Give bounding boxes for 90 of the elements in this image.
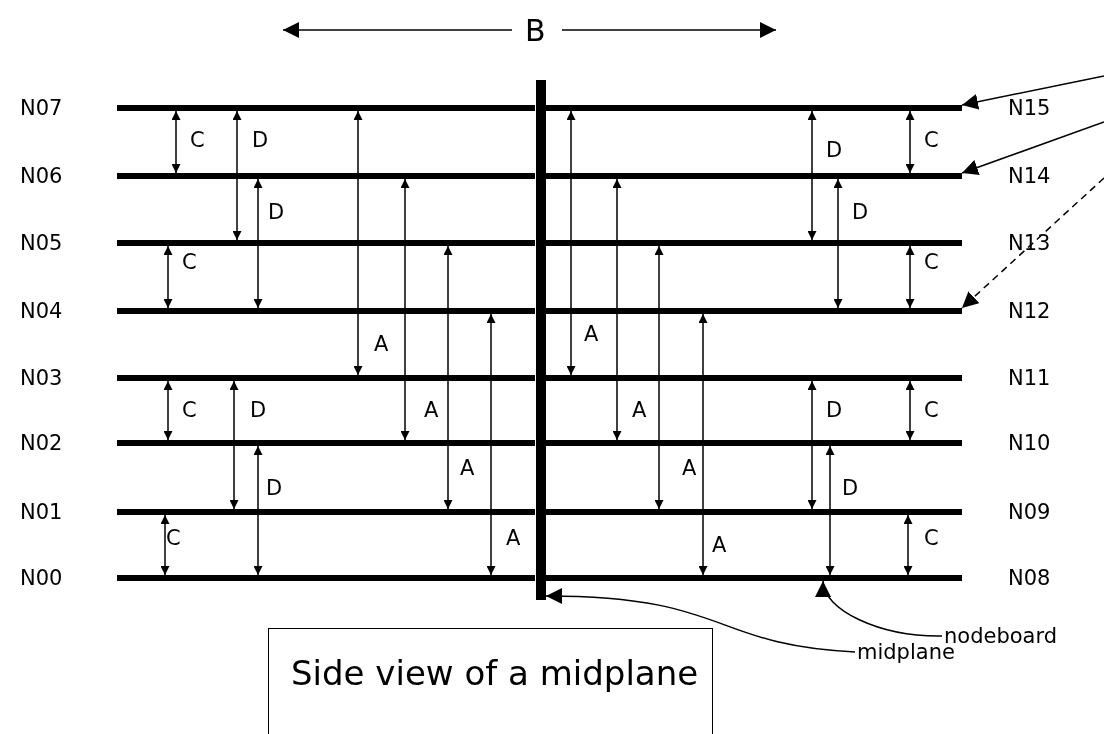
edge-label: A — [584, 322, 599, 346]
edge-label: D — [852, 200, 869, 224]
board-label: N12 — [1008, 299, 1051, 323]
caption-box — [268, 628, 713, 734]
double-arrow — [905, 245, 915, 309]
double-arrow — [807, 110, 817, 241]
double-arrow — [353, 110, 363, 376]
leader-line — [545, 588, 856, 653]
midplane-bar — [536, 80, 546, 600]
board-label: N03 — [20, 366, 63, 390]
caption-text: Side view of a midplane — [291, 652, 699, 695]
double-arrow — [486, 313, 496, 576]
edge-label: C — [924, 398, 939, 422]
board-label: N01 — [20, 500, 63, 524]
edge-label: D — [266, 476, 283, 500]
nodeboard-bar — [545, 308, 962, 314]
edge-label: D — [250, 398, 267, 422]
double-arrow — [253, 178, 263, 309]
edge-label: A — [460, 456, 475, 480]
double-arrow — [612, 178, 622, 441]
nodeboard-bar — [545, 375, 962, 381]
edge-label: D — [268, 200, 285, 224]
nodeboard-bar — [117, 240, 535, 246]
edge-label: C — [924, 128, 939, 152]
nodeboard-bar — [117, 440, 535, 446]
board-label: N08 — [1008, 566, 1051, 590]
dimension-label: B — [525, 14, 546, 48]
double-arrow — [903, 514, 913, 576]
nodeboard-bar — [545, 240, 962, 246]
double-arrow — [443, 245, 453, 510]
board-label: N15 — [1008, 96, 1051, 120]
arrow — [961, 75, 1104, 110]
edge-label: C — [182, 398, 197, 422]
double-arrow — [160, 514, 170, 576]
nodeboard-bar — [545, 440, 962, 446]
double-arrow — [654, 245, 664, 510]
board-label: N07 — [20, 96, 63, 120]
nodeboard-bar — [117, 575, 535, 581]
double-arrow — [905, 380, 915, 441]
edge-label: A — [682, 456, 697, 480]
edge-label: D — [826, 138, 843, 162]
nodeboard-bar — [545, 105, 962, 111]
double-arrow — [566, 110, 576, 376]
board-label: N09 — [1008, 500, 1051, 524]
nodeboard-bar — [117, 509, 535, 515]
double-arrow — [698, 313, 708, 576]
edge-label: C — [924, 250, 939, 274]
edge-label: C — [924, 526, 939, 550]
board-label: N14 — [1008, 164, 1051, 188]
board-label: N00 — [20, 566, 63, 590]
edge-label: C — [190, 128, 205, 152]
leader-line — [817, 580, 943, 637]
double-arrow — [229, 380, 239, 510]
double-arrow — [400, 178, 410, 441]
nodeboard-bar — [117, 375, 535, 381]
edge-label: A — [712, 533, 727, 557]
edge-label: C — [166, 526, 181, 550]
double-arrow — [232, 110, 242, 241]
callout-text: nodeboard — [944, 624, 1058, 648]
edge-label: C — [182, 250, 197, 274]
board-label: N05 — [20, 231, 63, 255]
edge-label: A — [506, 526, 521, 550]
double-arrow — [905, 110, 915, 174]
board-label: N02 — [20, 431, 63, 455]
double-arrow — [825, 445, 835, 576]
nodeboard-bar — [545, 509, 962, 515]
edge-label: D — [826, 398, 843, 422]
nodeboard-bar — [117, 173, 535, 179]
double-arrow — [807, 380, 817, 510]
edge-label: D — [252, 128, 269, 152]
edge-label: A — [374, 332, 389, 356]
double-arrow — [163, 380, 173, 441]
edge-label: D — [842, 476, 859, 500]
arrow — [961, 177, 1104, 309]
edge-label: A — [632, 398, 647, 422]
board-label: N13 — [1008, 231, 1051, 255]
nodeboard-bar — [117, 308, 535, 314]
board-label: N06 — [20, 164, 63, 188]
nodeboard-bar — [545, 173, 962, 179]
nodeboard-bar — [545, 575, 962, 581]
double-arrow — [163, 245, 173, 309]
board-label: N11 — [1008, 366, 1051, 390]
board-label: N04 — [20, 299, 63, 323]
double-arrow — [833, 178, 843, 309]
edge-label: A — [424, 398, 439, 422]
double-arrow — [253, 445, 263, 576]
nodeboard-bar — [117, 105, 535, 111]
board-label: N10 — [1008, 431, 1051, 455]
arrow — [961, 121, 1104, 176]
double-arrow — [171, 110, 181, 174]
